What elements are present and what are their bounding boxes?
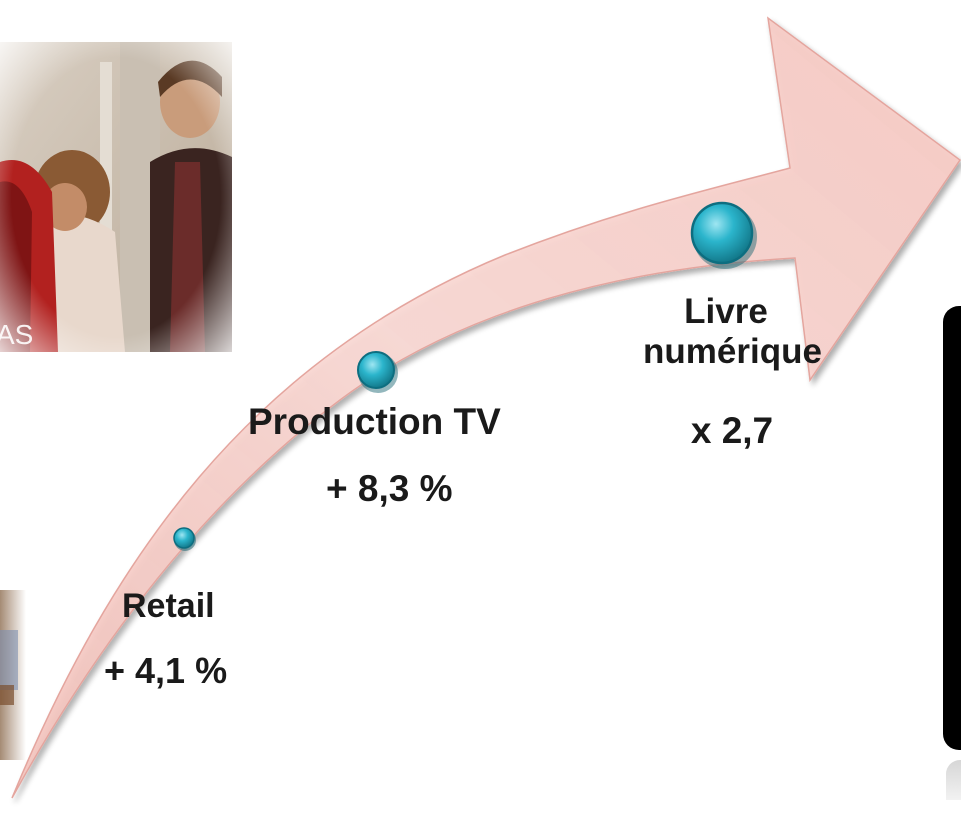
livre-numerique-label-line2: numérique: [643, 332, 822, 371]
production-tv-bullet-icon: [357, 351, 398, 393]
side-photo: [0, 590, 26, 760]
production-tv-value: + 8,3 %: [326, 468, 453, 509]
production-tv-label: Production TV: [248, 401, 501, 442]
retail-label: Retail: [122, 587, 215, 625]
film-still-photo: AS: [0, 42, 232, 352]
side-panel: [943, 306, 961, 750]
film-still-image: AS: [0, 42, 232, 352]
livre-numerique-value: x 2,7: [690, 410, 774, 451]
side-panel-reflection: [946, 760, 961, 800]
livre-numerique-bullet-icon: [690, 201, 757, 269]
livre-numerique-label-line1: Livre: [684, 292, 768, 331]
side-photo-image: [0, 590, 26, 760]
retail-value: + 4,1 %: [104, 650, 228, 691]
retail-bullet-icon: [173, 527, 196, 551]
